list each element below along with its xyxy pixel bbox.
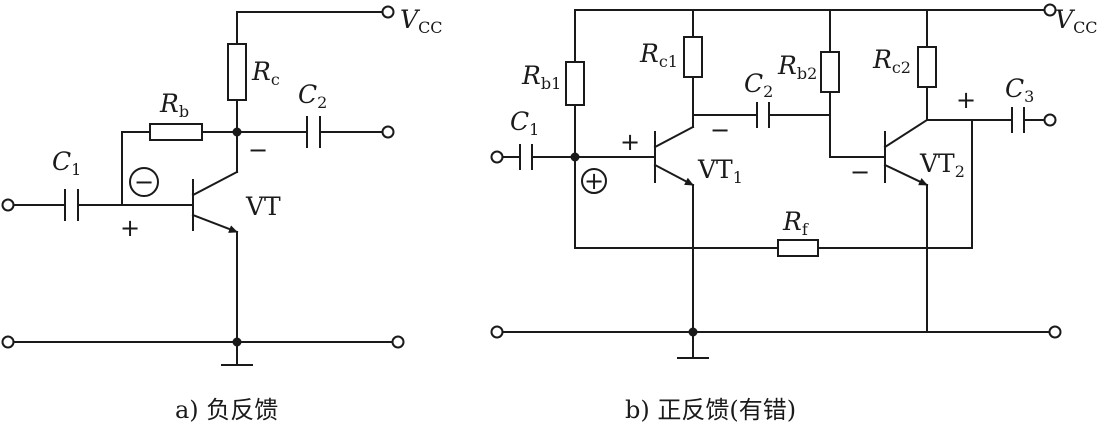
terminal-vcc-a: [381, 5, 395, 19]
terminal-ground-right-a: [391, 335, 405, 349]
terminal-input-a: [1, 198, 15, 212]
polarity-minus-collector-vt1: −: [710, 116, 730, 144]
feedback-polarity-circle-a: [129, 167, 159, 197]
circuit-b-positive-feedback: + VCC Rb1 Rc1 Rb2 Rc2 C2 C3 C1 Rf VT1 VT…: [490, 3, 1098, 424]
capacitor-c1-b: [519, 144, 533, 170]
caption-b: b) 正反馈(有错): [625, 396, 796, 424]
caption-a: a) 负反馈: [175, 396, 278, 424]
resistor-rb1: [565, 61, 585, 106]
feedback-polarity-circle-b: [581, 168, 607, 194]
label-c2-b: C2: [744, 69, 773, 101]
label-c1-b: C1: [510, 107, 539, 139]
label-vt: VT: [245, 192, 281, 221]
label-rb2: Rb2: [777, 51, 817, 83]
polarity-plus-base-vt1: +: [620, 128, 640, 156]
polarity-minus-base-vt2: −: [850, 158, 870, 186]
junction-dot: [232, 127, 242, 137]
resistor-rb2: [820, 51, 840, 93]
label-c2-a: C2: [298, 80, 327, 112]
feedback-polarity-sign-a: −: [134, 168, 154, 196]
label-c1-a: C1: [52, 147, 81, 179]
label-vt2: VT2: [919, 149, 965, 181]
circuit-a-negative-feedback: − VCC Rc Rb C2 C1 VT + − a) 负反馈: [1, 5, 443, 424]
resistor-rb: [149, 123, 203, 141]
label-rb1: Rb1: [521, 61, 561, 93]
label-rf: Rf: [782, 207, 809, 239]
resistor-rc2: [917, 46, 937, 88]
polarity-plus-collector-vt2: +: [956, 86, 976, 114]
capacitor-c1-a: [64, 189, 79, 221]
label-vt1: VT1: [697, 155, 743, 187]
terminal-output-a: [381, 125, 395, 139]
circuit-a-wires: [12, 11, 394, 366]
label-rc1: Rc1: [639, 39, 678, 71]
capacitor-c2-b: [756, 102, 770, 128]
terminal-output-b: [1043, 113, 1057, 127]
label-rc: Rc: [251, 57, 280, 89]
label-vcc-b: VCC: [1055, 5, 1098, 37]
terminal-ground-right-b: [1048, 325, 1062, 339]
capacitor-c2-a: [306, 116, 321, 148]
resistor-rc: [227, 43, 247, 101]
label-vcc-a: VCC: [400, 5, 443, 37]
terminal-ground-left-b: [490, 325, 504, 339]
feedback-polarity-sign-b: +: [584, 167, 604, 195]
polarity-plus-base-a: +: [120, 214, 140, 242]
junction-dot: [688, 327, 698, 337]
capacitor-c3-b: [1011, 107, 1025, 133]
terminal-input-b: [490, 150, 504, 164]
terminal-ground-left-a: [1, 335, 15, 349]
terminal-vcc-b: [1043, 3, 1057, 17]
resistor-rf: [777, 239, 819, 257]
label-rb: Rb: [159, 89, 189, 121]
label-rc2: Rc2: [872, 45, 911, 77]
junction-dot: [570, 152, 580, 162]
polarity-minus-collector-a: −: [248, 136, 268, 164]
resistor-rc1: [683, 36, 703, 78]
label-c3-b: C3: [1005, 74, 1034, 106]
junction-dot: [232, 337, 242, 347]
